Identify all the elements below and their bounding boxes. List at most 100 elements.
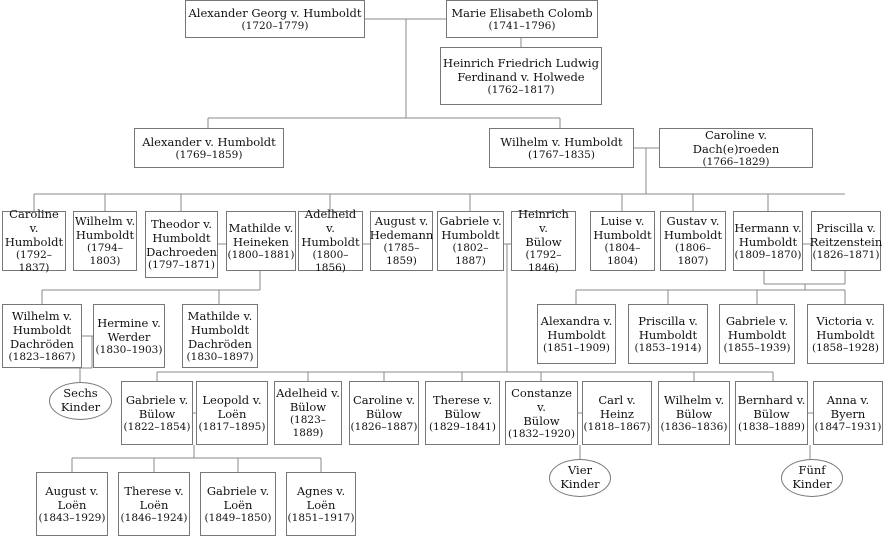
person-dates: (1792–1846) <box>525 249 562 275</box>
person-dates: (1720–1779) <box>241 19 309 32</box>
person-dates: (1823–1867) <box>8 350 76 363</box>
person-box-anna: Anna v. Byern(1847–1931) <box>813 381 883 445</box>
person-name: Mathilde v. Heineken <box>228 220 294 249</box>
person-dates: (1802–1887) <box>452 242 489 268</box>
person-name: Gabriele v. Bülow <box>125 392 189 421</box>
person-name: Priscilla v. Humboldt <box>638 313 698 342</box>
person-name: Therese v. Loën <box>124 483 184 512</box>
person-name: Alexandra v. Humboldt <box>540 313 613 342</box>
person-box-constanze: Constanze v. Bülow(1832–1920) <box>505 381 578 445</box>
person-box-gabriele-loen: Gabriele v. Loën(1849–1850) <box>200 472 276 536</box>
person-box-alexander-georg: Alexander Georg v. Humboldt(1720–1779) <box>185 0 365 38</box>
person-box-adelheid-buelow: Adelheid v. Bülow(1823–1889) <box>274 381 342 445</box>
person-dates: (1826–1887) <box>350 420 418 433</box>
person-dates: (1823–1889) <box>289 414 327 440</box>
person-name: Carl v. Heinz <box>598 392 636 421</box>
person-dates: (1767–1835) <box>528 148 595 161</box>
person-box-heinrich-buelow: Heinrich v. Bülow(1792–1846) <box>511 207 576 274</box>
person-name: Priscilla v. Reitzenstein <box>809 220 883 249</box>
person-name: Adelheid v. Bülow <box>276 386 340 415</box>
person-box-alexander: Alexander v. Humboldt(1769–1859) <box>134 128 284 168</box>
person-name: Constanze v. Bülow <box>511 385 572 428</box>
person-dates: (1804–1804) <box>604 242 641 268</box>
person-box-priscilla: Priscilla v. Humboldt(1853–1914) <box>628 304 708 364</box>
person-name: Wilhelm v. Humboldt <box>74 214 136 243</box>
children-note-vier: Vier Kinder <box>549 459 611 497</box>
children-note-fuenf: Fünf Kinder <box>781 459 843 497</box>
person-box-carl-heinz: Carl v. Heinz(1818–1867) <box>582 381 652 445</box>
person-name: Marie Elisabeth Colomb <box>451 5 593 20</box>
person-name: Agnes v. Loën <box>296 483 346 512</box>
person-box-adelheid: Adelheid v. Humboldt(1800–1856) <box>298 207 363 274</box>
person-dates: (1762–1817) <box>487 83 555 96</box>
person-box-caroline: Caroline v. Humboldt(1792–1837) <box>2 207 66 274</box>
person-name: Gabriele v. Humboldt <box>725 313 789 342</box>
person-dates: (1800–1881) <box>227 248 295 261</box>
person-name: Gustav v. Humboldt <box>663 214 723 243</box>
person-dates: (1741–1796) <box>488 19 556 32</box>
person-name: Luise v. Humboldt <box>593 214 652 243</box>
person-name: Caroline v. Humboldt <box>4 207 64 250</box>
person-box-caroline-dachroeden: Caroline v. Dach(e)roeden(1766–1829) <box>659 128 813 168</box>
person-name: Wilhelm v. Humboldt Dachröden <box>10 308 74 351</box>
person-dates: (1785–1859) <box>383 242 420 268</box>
person-name: Wilhelm v. Humboldt <box>500 134 623 149</box>
person-dates: (1855–1939) <box>723 341 791 354</box>
person-box-caroline-buelow: Caroline v. Bülow(1826–1887) <box>349 381 419 445</box>
person-name: Caroline v. Dach(e)roeden <box>692 127 780 156</box>
person-name: Alexander v. Humboldt <box>142 134 276 149</box>
person-box-heinrich-holwede: Heinrich Friedrich Ludwig Ferdinand v. H… <box>440 47 602 105</box>
person-box-august-loen: August v. Loën(1843–1929) <box>36 472 108 536</box>
person-name: Therese v. Bülow <box>432 392 493 421</box>
person-dates: (1847–1931) <box>814 420 882 433</box>
person-name: Adelheid v. Humboldt <box>301 207 360 250</box>
person-name: Theodor v. Humboldt Dachroeden <box>146 217 217 260</box>
person-dates: (1830–1897) <box>186 350 254 363</box>
person-name: Caroline v. Bülow <box>352 392 416 421</box>
person-box-wilhelm-buelow: Wilhelm v. Bülow(1836–1836) <box>658 381 730 445</box>
person-dates: (1829–1841) <box>429 420 496 433</box>
person-dates: (1769–1859) <box>175 148 243 161</box>
person-box-agnes: Agnes v. Loën(1851–1917) <box>286 472 356 536</box>
person-name: Bernhard v. Bülow <box>737 392 806 421</box>
person-box-marie-elisabeth: Marie Elisabeth Colomb(1741–1796) <box>446 0 598 38</box>
person-name: Gabriele v. Humboldt <box>439 214 502 243</box>
person-box-mathilde-dachroeden: Mathilde v. Humboldt Dachröden(1830–1897… <box>182 304 258 368</box>
person-dates: (1843–1929) <box>38 511 106 524</box>
person-box-therese-loen: Therese v. Loën(1846–1924) <box>118 472 190 536</box>
person-name: Anna v. Byern <box>826 392 870 421</box>
person-dates: (1794–1803) <box>86 242 124 268</box>
person-box-luise: Luise v. Humboldt(1804–1804) <box>590 211 655 271</box>
person-name: August v. Hedemann <box>369 214 434 243</box>
person-dates: (1851–1909) <box>543 341 610 354</box>
person-box-victoria: Victoria v. Humboldt(1858–1928) <box>807 304 884 364</box>
children-note-sechs: Sechs Kinder <box>49 382 112 420</box>
person-box-therese-buelow: Therese v. Bülow(1829–1841) <box>425 381 500 445</box>
person-dates: (1809–1870) <box>734 248 802 261</box>
person-name: Gabriele v. Loën <box>206 483 270 512</box>
person-box-hermine: Hermine v. Werder(1830–1903) <box>93 304 165 368</box>
person-dates: (1846–1924) <box>120 511 188 524</box>
person-dates: (1858–1928) <box>812 341 879 354</box>
person-dates: (1822–1854) <box>123 420 191 433</box>
person-box-wilhelm-dachroeden: Wilhelm v. Humboldt Dachröden(1823–1867) <box>2 304 82 368</box>
person-box-mathilde-heineken: Mathilde v. Heineken(1800–1881) <box>226 211 296 271</box>
person-name: Wilhelm v. Bülow <box>663 392 725 421</box>
person-box-alexandra: Alexandra v. Humboldt(1851–1909) <box>537 304 616 364</box>
person-box-gabriele-buelow: Gabriele v. Bülow(1822–1854) <box>121 381 193 445</box>
person-name: Hermine v. Werder <box>97 315 161 344</box>
person-dates: (1838–1889) <box>738 420 805 433</box>
person-dates: (1817–1895) <box>198 420 266 433</box>
person-box-august-hedemann: August v. Hedemann(1785–1859) <box>370 211 433 271</box>
person-dates: (1826–1871) <box>812 248 880 261</box>
person-dates: (1792–1837) <box>15 249 53 275</box>
person-dates: (1766–1829) <box>702 155 770 168</box>
person-name: Heinrich Friedrich Ludwig Ferdinand v. H… <box>443 55 599 84</box>
person-dates: (1836–1836) <box>660 420 728 433</box>
person-name: Hermann v. Humboldt <box>734 220 802 249</box>
person-dates: (1830–1903) <box>95 343 163 356</box>
person-name: August v. Loën <box>45 483 99 512</box>
person-box-priscilla-reitzenstein: Priscilla v. Reitzenstein(1826–1871) <box>809 211 883 271</box>
